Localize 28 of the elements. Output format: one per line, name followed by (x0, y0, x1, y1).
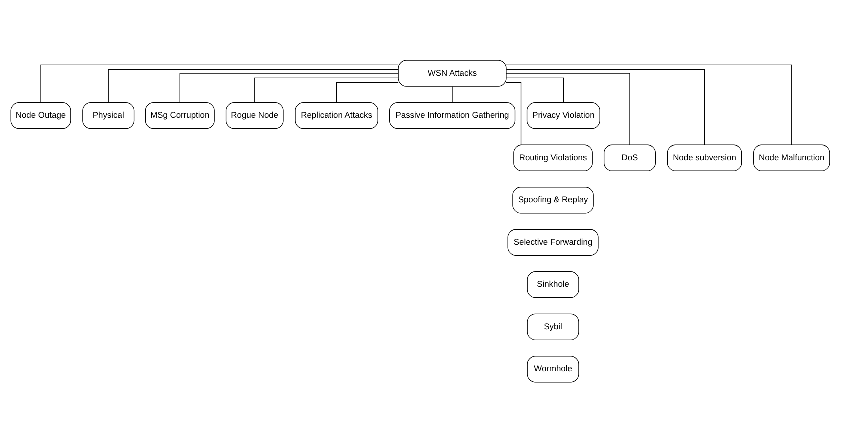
node-box: Selective Forwarding (508, 229, 599, 256)
connector (506, 69, 706, 146)
node-box: Routing Violations (514, 144, 593, 172)
node-box: Spoofing & Replay (512, 187, 594, 214)
node-box: WSN Attacks (398, 60, 507, 87)
connector (506, 78, 564, 103)
node-box: MSg Corruption (145, 102, 215, 130)
node-box: Physical (82, 102, 135, 130)
connector (108, 69, 399, 104)
node-box: Node Malfunction (754, 144, 830, 172)
node-box: Wormhole (527, 356, 580, 383)
connector (452, 86, 453, 103)
node-box: Replication Attacks (295, 102, 378, 130)
connector (254, 78, 399, 103)
connector (336, 82, 399, 104)
node-box: Sinkhole (527, 272, 580, 298)
connector (40, 64, 399, 104)
connector (506, 82, 522, 146)
node-box: Sybil (527, 314, 580, 340)
node-box: DoS (604, 144, 656, 172)
node-box: Node Outage (10, 102, 72, 130)
node-box: Passive Information Gathering (389, 102, 516, 130)
connector (506, 73, 630, 146)
node-box: Privacy Violation (526, 102, 600, 130)
connector (180, 73, 399, 104)
node-box: Node subversion (667, 144, 742, 172)
connector (506, 64, 792, 146)
node-box: Rogue Node (226, 102, 284, 130)
